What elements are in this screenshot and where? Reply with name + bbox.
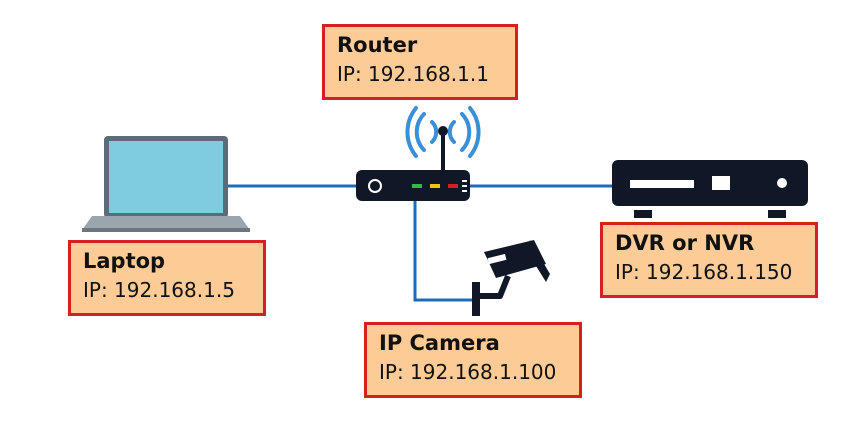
dvr-label: DVR or NVR IP: 192.168.1.150	[600, 222, 818, 298]
dvr-ip: IP: 192.168.1.150	[615, 260, 793, 284]
router-name: Router	[337, 33, 418, 57]
router-ip: IP: 192.168.1.1	[337, 62, 489, 86]
dvr-icon	[612, 160, 808, 218]
laptop-ip: IP: 192.168.1.5	[83, 278, 235, 302]
camera-name: IP Camera	[379, 331, 500, 355]
router-icon	[356, 106, 481, 201]
laptop-label: Laptop IP: 192.168.1.5	[68, 240, 266, 316]
laptop-name: Laptop	[83, 249, 166, 273]
router-label: Router IP: 192.168.1.1	[322, 24, 518, 100]
camera-ip: IP: 192.168.1.100	[379, 360, 557, 384]
dvr-name: DVR or NVR	[615, 231, 755, 255]
camera-label: IP Camera IP: 192.168.1.100	[364, 322, 582, 398]
laptop-icon	[82, 136, 250, 232]
camera-icon	[472, 240, 550, 316]
link-router-camera	[413, 200, 476, 302]
wifi-signal-icon	[405, 106, 481, 158]
